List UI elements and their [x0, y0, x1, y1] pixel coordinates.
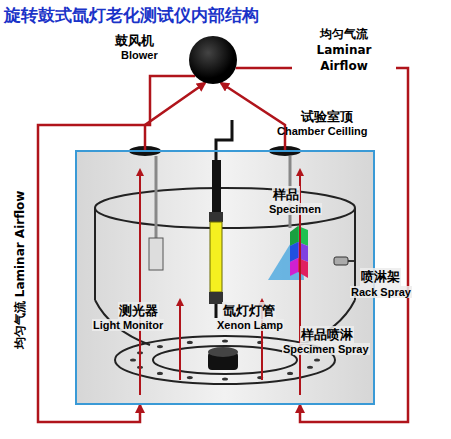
lamp-holder — [212, 160, 221, 212]
part-label: 样品 — [272, 186, 300, 204]
inner-airflow — [179, 300, 181, 380]
part-label: 氙灯灯管 — [222, 302, 276, 320]
chamber-box: 试验室顶Chamber Ceilling — [75, 150, 375, 405]
node-label: Chamber Ceilling — [277, 125, 367, 137]
airflow-line — [236, 68, 408, 422]
rack-spray-nozzle — [334, 257, 354, 265]
chamber-fill — [76, 151, 374, 404]
lamp-pipe — [216, 120, 232, 160]
node-label: 鼓风机 — [115, 32, 154, 50]
monitor-rod — [155, 156, 158, 240]
node-label: 试验室顶 — [301, 108, 353, 126]
part-label: Xenon Lamp — [216, 319, 284, 331]
airflow-head — [145, 83, 205, 125]
part-label: Rack Spray — [350, 286, 412, 298]
drum-hub-top — [208, 347, 238, 357]
inner-airflow — [139, 170, 141, 395]
part-label: 测光器 — [118, 302, 159, 320]
node-label: Blower — [121, 49, 158, 61]
lamp-cap — [209, 292, 223, 304]
blower: 鼓风机Blower — [189, 36, 237, 84]
part-label: 样品喷淋 — [300, 326, 354, 344]
part-label: 喷淋架 — [360, 268, 401, 286]
light-monitor — [149, 238, 163, 270]
part-label: Specimen Spray — [282, 343, 370, 355]
airflow-label: 均匀气流 Laminar Airflow — [292, 26, 396, 74]
lamp-cap — [209, 212, 223, 222]
title: 旋转鼓式氙灯老化测试仪内部结构 — [4, 4, 259, 27]
xenon-lamp — [210, 222, 222, 292]
airflow-line — [145, 83, 285, 150]
airflow-line — [38, 76, 195, 422]
part-label: Light Monitor — [92, 319, 164, 331]
lamp-base — [215, 304, 218, 318]
airflow-label: 均匀气流 Laminar Airflow — [12, 191, 28, 350]
part-label: Specimen — [268, 203, 322, 215]
